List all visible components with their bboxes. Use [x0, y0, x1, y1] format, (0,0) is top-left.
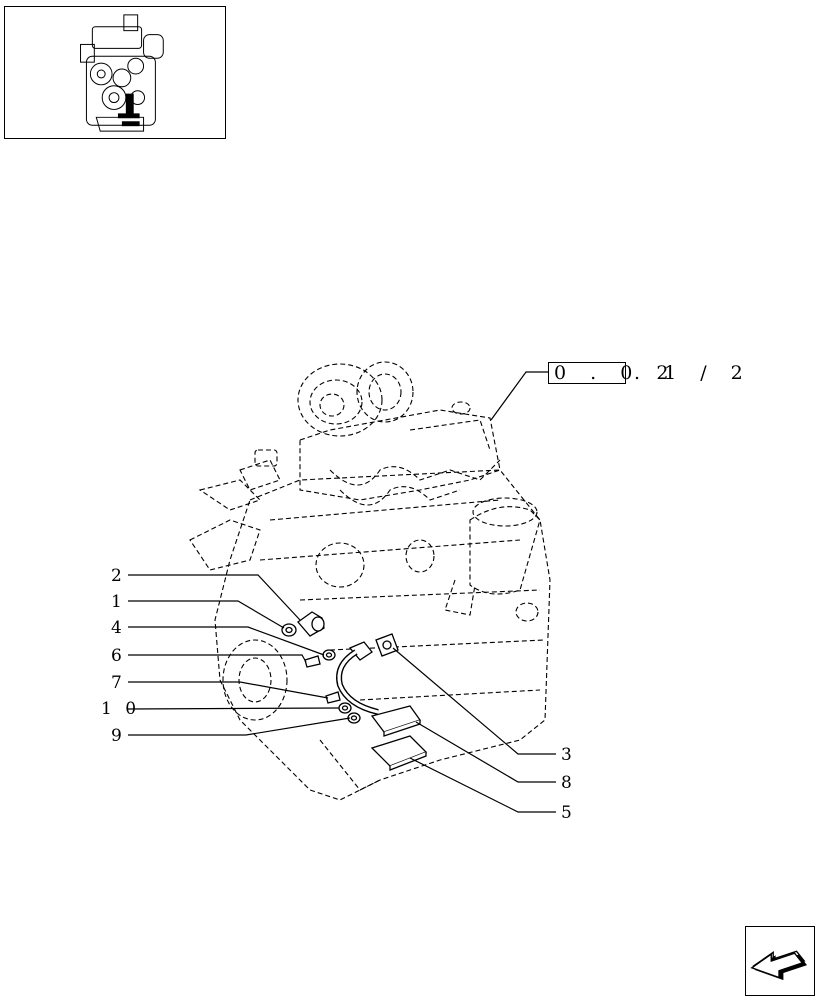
parts	[281, 611, 428, 771]
callout-6: 6	[111, 646, 122, 666]
part-7-bolt	[325, 691, 341, 704]
reference-code-box[interactable]	[548, 362, 626, 384]
engine-outline	[189, 361, 551, 801]
next-page-arrow-icon	[750, 950, 808, 981]
part-6-bolt	[304, 655, 321, 668]
callout-8: 8	[561, 773, 572, 793]
engine-thumbnail-icon	[80, 14, 164, 132]
callout-7: 7	[111, 673, 122, 693]
callout-10: 1 0	[101, 699, 140, 719]
reference-code[interactable]: 0 . 0 2	[554, 362, 678, 384]
callouts-right: 3 8 5	[561, 745, 572, 823]
leader-lines	[127, 371, 556, 813]
part-8-flange-top	[348, 641, 373, 661]
callouts-left: 2 1 4 6 7 1 0 9	[101, 566, 140, 746]
callout-3: 3	[561, 745, 572, 765]
callout-1: 1	[111, 592, 122, 612]
callout-5: 5	[561, 803, 572, 823]
callout-4: 4	[111, 618, 122, 638]
engine-thumbnail[interactable]	[4, 6, 226, 139]
next-page-button[interactable]	[745, 926, 815, 996]
reference-page: . 1 / 2	[634, 362, 752, 384]
callout-2: 2	[111, 566, 122, 586]
callout-9: 9	[111, 726, 122, 746]
